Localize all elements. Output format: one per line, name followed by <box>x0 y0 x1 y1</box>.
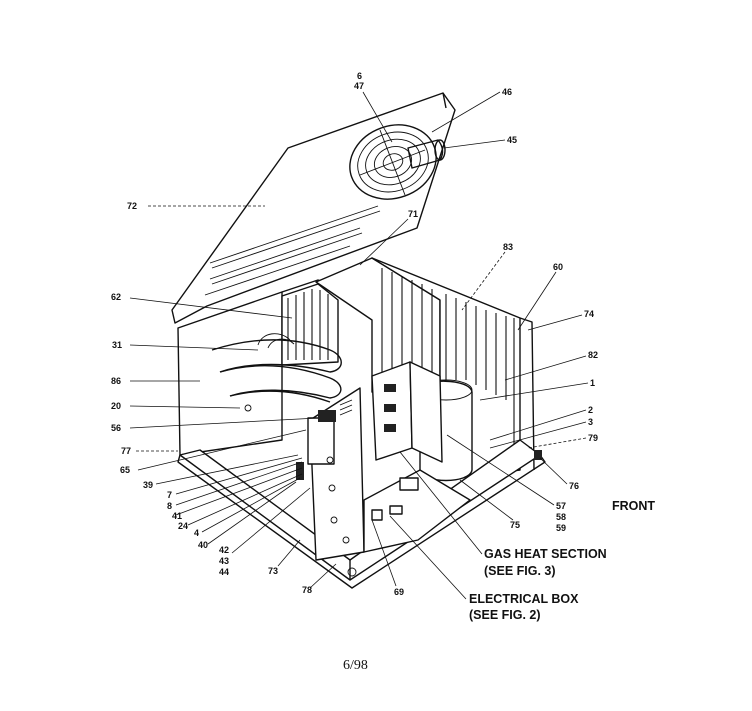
callout-79: 79 <box>588 433 598 443</box>
callout-69: 69 <box>394 587 404 597</box>
callout-72: 72 <box>127 201 137 211</box>
callout-73: 73 <box>268 566 278 576</box>
gas-heat-section-label: GAS HEAT SECTION <box>484 547 607 561</box>
footer-date: 6/98 <box>343 658 368 673</box>
callout-44: 44 <box>219 567 229 577</box>
callout-labels: 6 47 46 45 72 71 83 60 62 74 31 82 86 1 … <box>111 71 598 597</box>
fan-grille <box>349 124 437 200</box>
callout-75: 75 <box>510 520 520 530</box>
callout-41: 41 <box>172 511 182 521</box>
limit-switch <box>318 410 336 422</box>
electrical-box-assembly <box>363 469 471 553</box>
callout-86: 86 <box>111 376 121 386</box>
callout-65: 65 <box>120 465 130 475</box>
electrical-box-label: ELECTRICAL BOX <box>469 592 579 606</box>
callout-2: 2 <box>588 405 593 415</box>
callout-83: 83 <box>503 242 513 252</box>
control-panel <box>307 387 365 561</box>
callout-82: 82 <box>588 350 598 360</box>
heat-exchanger-tubes <box>211 333 342 403</box>
callout-58: 58 <box>556 512 566 522</box>
callout-46: 46 <box>502 87 512 97</box>
callout-77: 77 <box>121 446 131 456</box>
gas-heat-assembly <box>371 361 443 463</box>
electrical-box-ref: (SEE FIG. 2) <box>469 608 541 622</box>
callout-8: 8 <box>167 501 172 511</box>
callout-1: 1 <box>590 378 595 388</box>
callout-78: 78 <box>302 585 312 595</box>
corner-foot-right <box>534 450 542 460</box>
cabinet-body <box>177 257 546 589</box>
gas-heat-section-ref: (SEE FIG. 3) <box>484 564 556 578</box>
callout-42: 42 <box>219 545 229 555</box>
top-cover-panel <box>171 92 456 324</box>
callout-62: 62 <box>111 292 121 302</box>
evaporator-coil <box>281 283 339 366</box>
callout-31: 31 <box>112 340 122 350</box>
callout-59: 59 <box>556 523 566 533</box>
callout-47: 47 <box>354 81 364 91</box>
callout-40: 40 <box>198 540 208 550</box>
callout-76: 76 <box>569 481 579 491</box>
callout-4: 4 <box>194 528 199 538</box>
callout-6: 6 <box>357 71 362 81</box>
callout-74: 74 <box>584 309 594 319</box>
callout-43: 43 <box>219 556 229 566</box>
callout-24: 24 <box>178 521 188 531</box>
front-label: FRONT <box>612 499 655 513</box>
callout-39: 39 <box>143 480 153 490</box>
callout-7: 7 <box>167 490 172 500</box>
callout-20: 20 <box>111 401 121 411</box>
condenser-coil-fins <box>381 268 515 460</box>
leader-lines <box>129 91 589 600</box>
corner-foot-front <box>347 567 357 577</box>
callout-3: 3 <box>588 417 593 427</box>
callout-56: 56 <box>111 423 121 433</box>
callout-71: 71 <box>408 209 418 219</box>
callout-57: 57 <box>556 501 566 511</box>
callout-45: 45 <box>507 135 517 145</box>
fan-motor <box>407 139 446 169</box>
access-hole <box>244 404 252 412</box>
callout-60: 60 <box>553 262 563 272</box>
bracket-part <box>296 462 304 480</box>
